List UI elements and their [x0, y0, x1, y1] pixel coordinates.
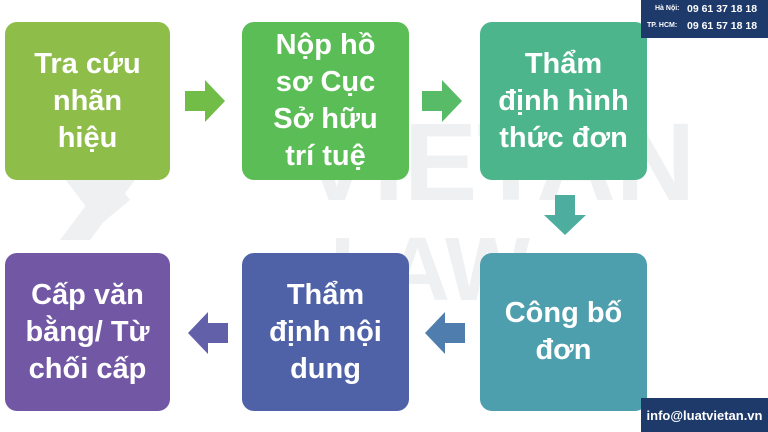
- email-badge[interactable]: info@luatvietan.vn: [641, 398, 768, 432]
- step-label-3: Thẩm định hình thức đơn: [498, 47, 629, 154]
- step-box-2: Nộp hồ sơ Cục Sở hữu trí tuệ: [242, 22, 409, 180]
- arrow-right-icon-2: [422, 80, 462, 122]
- hotline-panel: Hà Nội: 09 61 37 18 18 TP. HCM: 09 61 57…: [641, 0, 768, 38]
- step-box-5: Thẩm định nội dung: [242, 253, 409, 411]
- arrow-down-icon: [544, 195, 586, 235]
- arrow-right-icon-1: [185, 80, 225, 122]
- step-box-4: Công bố đơn: [480, 253, 647, 411]
- hcm-phone[interactable]: 09 61 57 18 18: [687, 20, 758, 32]
- arrow-left-icon-2: [188, 312, 228, 354]
- hcm-label: TP. HCM:: [647, 22, 678, 29]
- hanoi-phone[interactable]: 09 61 37 18 18: [687, 3, 758, 15]
- step-box-1: Tra cứu nhãn hiệu: [5, 22, 170, 180]
- step-label-5: Thẩm định nội dung: [269, 278, 382, 385]
- step-label-1: Tra cứu nhãn hiệu: [34, 47, 141, 154]
- step-label-4: Công bố đơn: [504, 297, 623, 366]
- hanoi-label: Hà Nội:: [655, 5, 680, 12]
- email-text[interactable]: info@luatvietan.vn: [646, 407, 763, 423]
- arrow-left-icon-1: [425, 312, 465, 354]
- step-label-2: Nộp hồ sơ Cục Sở hữu trí tuệ: [273, 29, 378, 172]
- step-label-6: Cấp văn bằng/ Từ chối cấp: [25, 278, 150, 385]
- step-box-6: Cấp văn bằng/ Từ chối cấp: [5, 253, 170, 411]
- step-box-3: Thẩm định hình thức đơn: [480, 22, 647, 180]
